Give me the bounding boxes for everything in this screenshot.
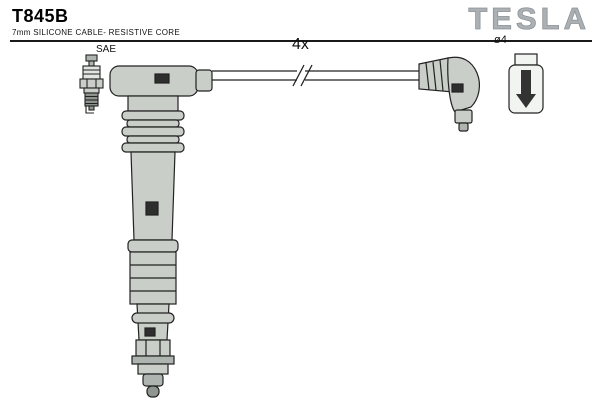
plug-boot-illustration (418, 56, 481, 132)
sae-label: SAE (96, 44, 116, 55)
tesla-logo: TESLA (468, 1, 590, 37)
cable-illustration (212, 64, 419, 87)
spark-plug-icon (79, 54, 104, 114)
coil-boot-illustration (109, 65, 213, 398)
diameter-label: ø4 (494, 34, 507, 46)
quantity-label: 4x (292, 36, 309, 53)
part-number: T845B (12, 6, 69, 26)
header-divider (10, 40, 592, 42)
terminal-illustration (508, 53, 544, 114)
subtitle: 7mm SILICONE CABLE- RESISTIVE CORE (12, 28, 181, 37)
